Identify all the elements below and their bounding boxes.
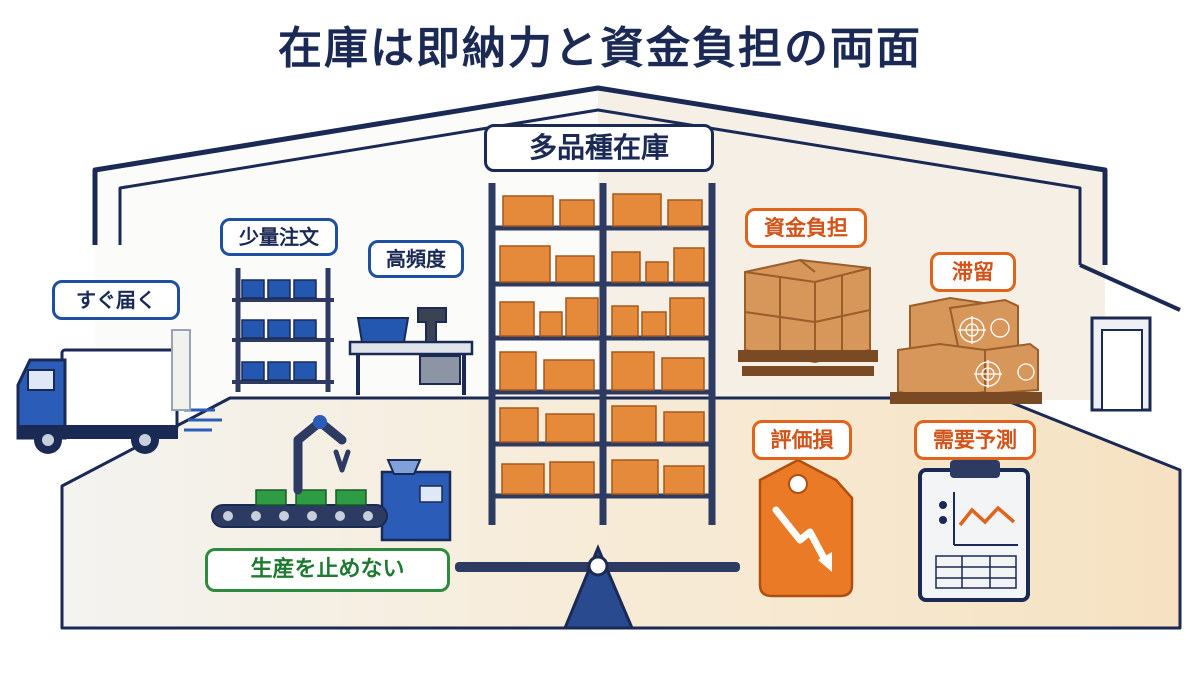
clipboard-icon [918,460,1030,602]
central-rack [488,183,716,525]
label-quick-delivery: すぐ届く [52,280,180,320]
pallet-stack-icon [738,258,878,376]
workbench-icon [348,307,474,395]
label-no-production-stop: 生産を止めない [205,548,450,592]
bin-shelf-icon [232,268,334,392]
label-capital-burden: 資金負担 [745,208,867,248]
balance-icon [455,544,740,630]
label-valuation-loss: 評価損 [752,420,852,460]
price-tag-icon [758,458,854,598]
stagnant-boxes-icon [890,296,1042,404]
truck-icon [16,329,222,454]
label-small-orders: 少量注文 [220,218,338,256]
label-high-frequency: 高頻度 [368,240,464,278]
conveyor-robot-icon [211,415,452,542]
label-assortment: 多品種在庫 [484,124,714,172]
label-demand-forecast: 需要予測 [914,420,1036,460]
page-title: 在庫は即納力と資金負担の両面 [278,23,922,74]
label-stagnation: 滞留 [930,252,1016,292]
